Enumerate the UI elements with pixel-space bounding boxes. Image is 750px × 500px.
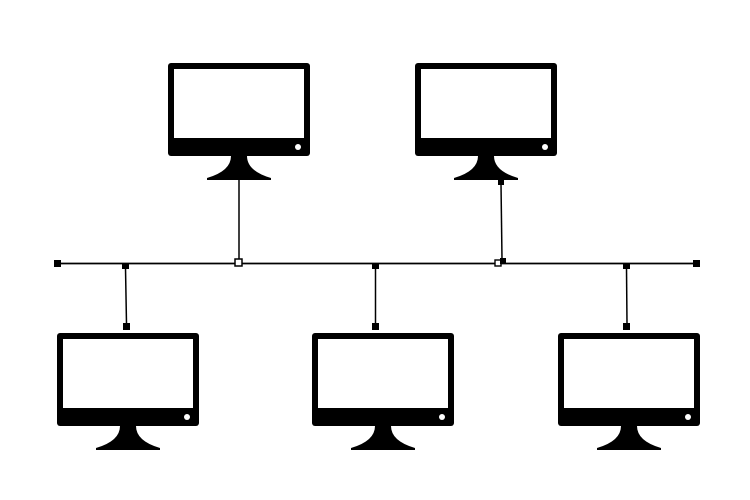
computer-top-right — [415, 63, 557, 267]
bus-tap-connector — [122, 263, 129, 269]
computer-bottom-right — [558, 263, 700, 450]
bus-terminator-right — [693, 260, 700, 267]
computer-top-left — [168, 63, 310, 267]
monitor-icon — [558, 333, 700, 450]
cable-connector — [498, 180, 504, 185]
computer-bottom-center — [312, 263, 454, 450]
bus-terminator-left — [54, 260, 61, 267]
monitor-icon — [312, 333, 454, 450]
cable-connector — [372, 323, 379, 330]
drop-cable — [625, 267, 628, 325]
computer-bottom-left — [57, 263, 199, 450]
bus-tap-connector — [623, 263, 630, 269]
bus-tap-connector — [234, 258, 243, 267]
drop-cable — [124, 267, 128, 325]
drop-cable — [500, 183, 503, 260]
cable-connector — [123, 323, 130, 330]
monitor-icon — [415, 63, 557, 180]
bus-tap-connector — [372, 263, 379, 269]
monitor-icon — [57, 333, 199, 450]
monitor-icon — [168, 63, 310, 180]
bus-tap-connector — [500, 258, 506, 264]
cable-connector — [623, 323, 630, 330]
